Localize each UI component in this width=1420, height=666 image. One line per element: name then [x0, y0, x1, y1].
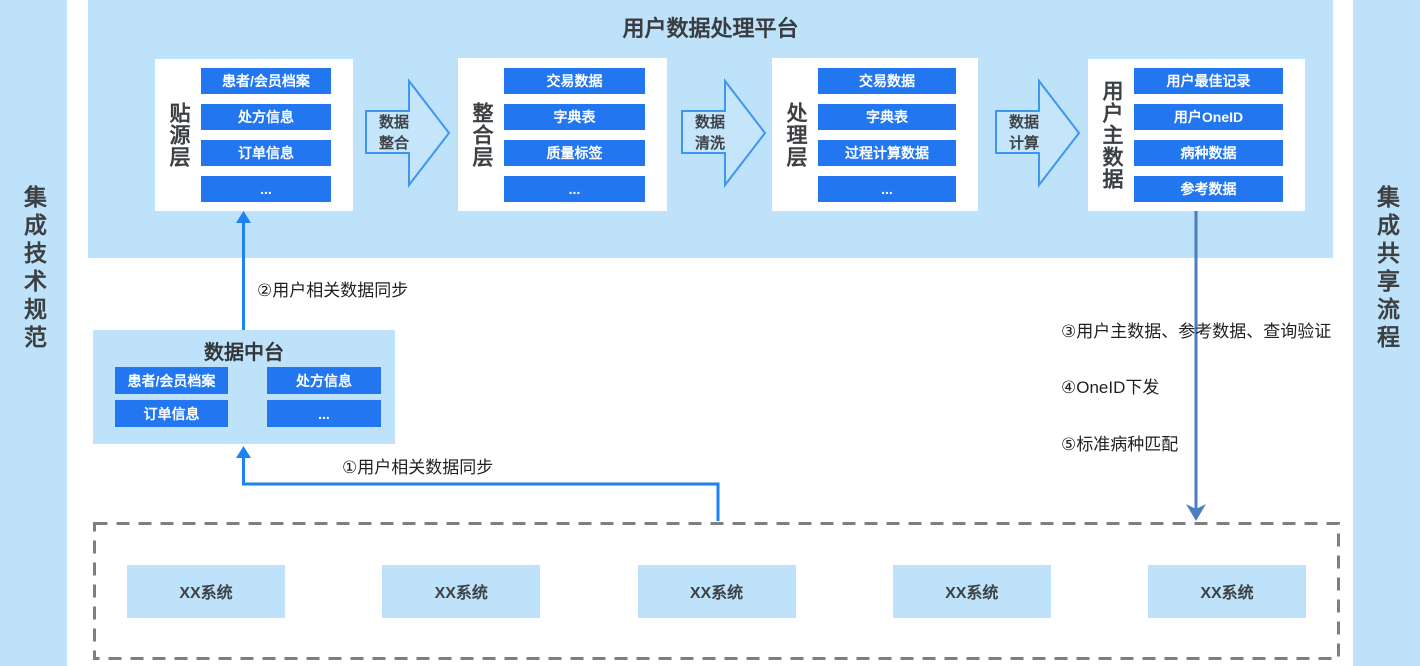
right-side-bar: 集成共享流程 — [1353, 0, 1420, 666]
left-bar-label: 集成技术规范 — [20, 185, 47, 353]
layer-source-item: 处方信息 — [201, 104, 331, 130]
arrowhead-down-icon — [1186, 504, 1206, 521]
left-side-bar: 集成技术规范 — [0, 0, 67, 666]
arrow-label: 数据 整合 — [378, 114, 409, 152]
layer-box-processing: 处理层 交易数据 字典表 过程计算数据 ... — [772, 58, 978, 211]
layer-user-master-item: 病种数据 — [1134, 140, 1283, 166]
data-integration-arrow-icon: 数据 整合 — [365, 78, 451, 188]
arrowhead-up-icon — [236, 446, 251, 458]
mid-platform-item: ... — [267, 400, 381, 427]
system-box: XX系统 — [637, 564, 796, 618]
platform-panel: 用户数据处理平台 贴源层 患者/会员档案 处方信息 订单信息 ... 数据 整合… — [88, 0, 1333, 258]
flow-step3-label: ③用户主数据、参考数据、查询验证 — [1061, 322, 1332, 341]
layer-integration-item: 质量标签 — [504, 139, 645, 166]
layer-box-integration: 整合层 交易数据 字典表 质量标签 ... — [458, 58, 667, 211]
data-middle-platform: 数据中台 患者/会员档案 处方信息 订单信息 ... — [93, 330, 395, 444]
layer-box-user-master-data: 用户主数据 用户最佳记录 用户OneID 病种数据 参考数据 — [1088, 59, 1305, 211]
layer-integration-item: 交易数据 — [504, 67, 645, 94]
mid-platform-item: 患者/会员档案 — [115, 367, 228, 394]
right-bar-label: 集成共享流程 — [1373, 185, 1400, 353]
system-box: XX系统 — [127, 564, 285, 618]
layer-processing-item: 过程计算数据 — [818, 139, 956, 166]
layer-processing-item: 交易数据 — [818, 67, 956, 94]
layer-user-master-item: 用户最佳记录 — [1134, 68, 1283, 94]
layer-processing-item: ... — [818, 175, 956, 202]
layer-user-master-item: 参考数据 — [1134, 176, 1283, 202]
layer-user-master-label: 用户主数据 — [1100, 80, 1123, 190]
layer-integration-item: 字典表 — [504, 103, 645, 130]
layer-user-master-item: 用户OneID — [1134, 104, 1283, 130]
platform-title: 用户数据处理平台 — [622, 16, 799, 41]
layer-processing-item: 字典表 — [818, 103, 956, 130]
system-box: XX系统 — [1148, 564, 1306, 618]
mid-platform-item: 订单信息 — [115, 400, 228, 427]
system-box: XX系统 — [382, 564, 541, 618]
source-systems-group: XX系统 XX系统 XX系统 XX系统 XX系统 — [93, 522, 1340, 660]
flow-step4-label: ④OneID下发 — [1061, 378, 1160, 397]
system-box: XX系统 — [892, 564, 1051, 618]
data-cleaning-arrow-icon: 数据 清洗 — [681, 78, 767, 188]
layer-source-item: 患者/会员档案 — [201, 68, 331, 94]
layer-integration-label: 整合层 — [470, 101, 493, 168]
arrow-label: 数据 清洗 — [694, 114, 725, 152]
layer-integration-item: ... — [504, 175, 645, 202]
flow-step1-label: ①用户相关数据同步 — [342, 458, 494, 477]
layer-source-label: 贴源层 — [167, 102, 190, 168]
data-computation-arrow-icon: 数据 计算 — [995, 78, 1081, 188]
flow-step2-label: ②用户相关数据同步 — [257, 281, 409, 300]
data-middle-platform-title: 数据中台 — [204, 342, 284, 364]
mid-platform-item: 处方信息 — [267, 367, 381, 394]
layer-source-item: ... — [201, 176, 331, 202]
layer-box-source: 贴源层 患者/会员档案 处方信息 订单信息 ... — [155, 59, 353, 211]
arrow-label: 数据 计算 — [1008, 114, 1039, 152]
layer-source-item: 订单信息 — [201, 140, 331, 166]
flow-step5-label: ⑤标准病种匹配 — [1061, 435, 1179, 454]
layer-processing-label: 处理层 — [784, 101, 807, 168]
